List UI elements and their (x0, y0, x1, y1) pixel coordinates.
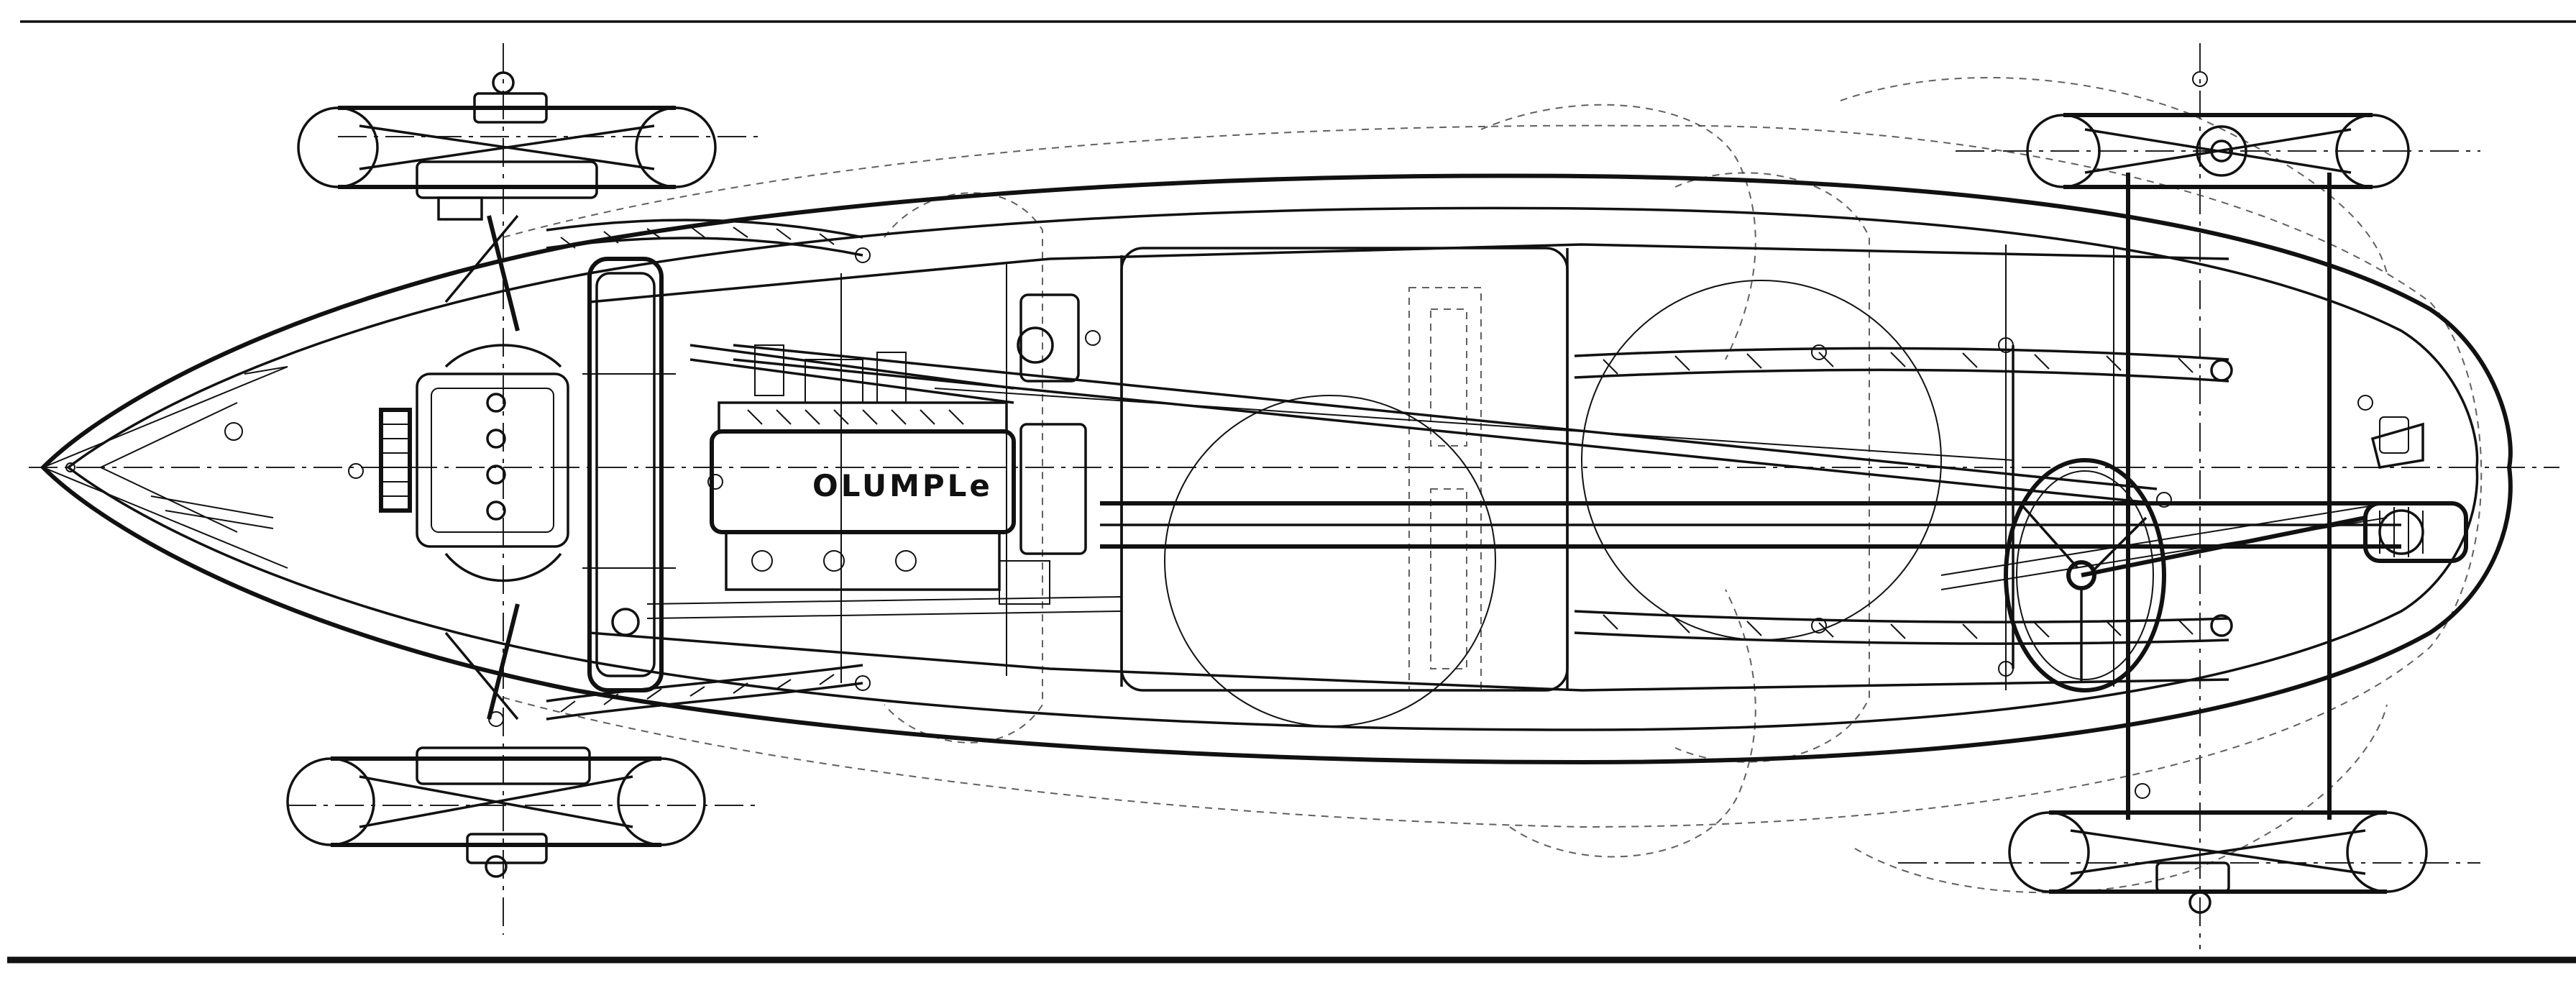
front-axle (444, 214, 520, 721)
wheel-rear-bottom (2008, 783, 2428, 914)
front-engine-block (348, 344, 569, 582)
front-leaf-springs (546, 219, 863, 721)
engine-marking: OLUMPLe (812, 468, 993, 503)
main-engine: OLUMPLe (689, 344, 1016, 591)
body-outline-ghost (503, 76, 2483, 894)
rear-differential (2363, 422, 2468, 563)
fixing-points (855, 247, 2409, 691)
wheel-rear-top (2026, 71, 2410, 189)
rear-leaf-springs (1574, 347, 2233, 645)
gearbox (999, 293, 1101, 605)
chassis-frame (589, 243, 2401, 727)
wheel-front-top (297, 71, 717, 221)
centerlines (29, 43, 2559, 949)
drawing-frame (7, 20, 2576, 964)
body-shell (40, 173, 2513, 765)
radiator (582, 257, 676, 692)
rear-axle (2012, 173, 2332, 820)
wheel-front-bottom (286, 711, 706, 878)
